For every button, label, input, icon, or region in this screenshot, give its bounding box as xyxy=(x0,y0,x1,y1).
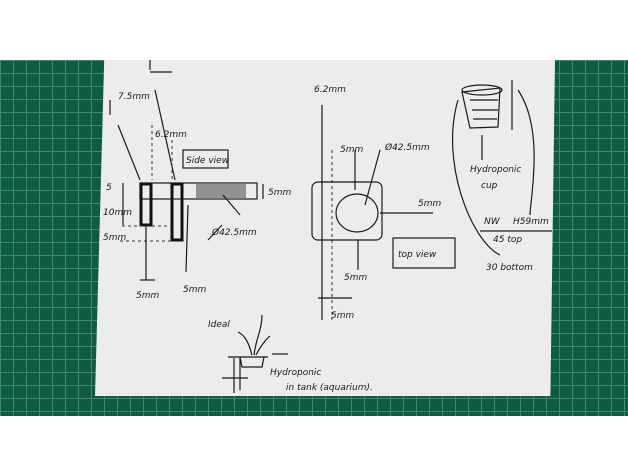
top-view: 6.2mm 5mm Ø42.5mm 5mm 5mm 5mm top view xyxy=(311,85,456,321)
hatched-area xyxy=(196,184,246,198)
dim-label: 5mm xyxy=(344,273,367,283)
cup-label: cup xyxy=(481,181,498,191)
dim-label: 5mm xyxy=(103,233,126,243)
top-view-title: top view xyxy=(398,250,437,260)
ideal-title: Ideal xyxy=(208,320,230,330)
dim-label: 5mm xyxy=(418,199,441,209)
dim-label: 30 bottom xyxy=(486,263,533,273)
dim-label: 5mm xyxy=(136,291,159,301)
ideal-sketch: Ideal Hydroponic in tank (aquarium). xyxy=(208,314,373,393)
hydroponic-cup: Hydroponic cup NW H59mm 45 top 30 bottom xyxy=(451,80,552,273)
dim-label: 6.2mm xyxy=(155,130,187,140)
cup-label: Hydroponic xyxy=(470,165,521,175)
dim-label: 5 xyxy=(106,183,112,193)
side-view: Side view 7.5mm 6.2mm 5 10mm 5mm 5mm 5mm… xyxy=(103,60,291,301)
dim-label: 6.2mm xyxy=(314,85,346,95)
dim-label: NW xyxy=(484,217,501,227)
dim-label: Ø42.5mm xyxy=(211,227,257,238)
dim-label: 5mm xyxy=(340,145,363,155)
side-view-title: Side view xyxy=(186,156,230,166)
dim-label: 45 top xyxy=(493,235,522,245)
dim-label: 5mm xyxy=(331,311,354,321)
ideal-caption: in tank (aquarium). xyxy=(286,383,373,393)
dim-label: 5mm xyxy=(268,188,291,198)
dim-label: H59mm xyxy=(513,217,549,227)
dim-label: Ø42.5mm xyxy=(384,142,430,153)
ideal-caption: Hydroponic xyxy=(270,368,321,378)
dim-label: 5mm xyxy=(183,285,206,295)
dim-label: 7.5mm xyxy=(118,92,150,102)
dim-label: 10mm xyxy=(103,208,132,218)
